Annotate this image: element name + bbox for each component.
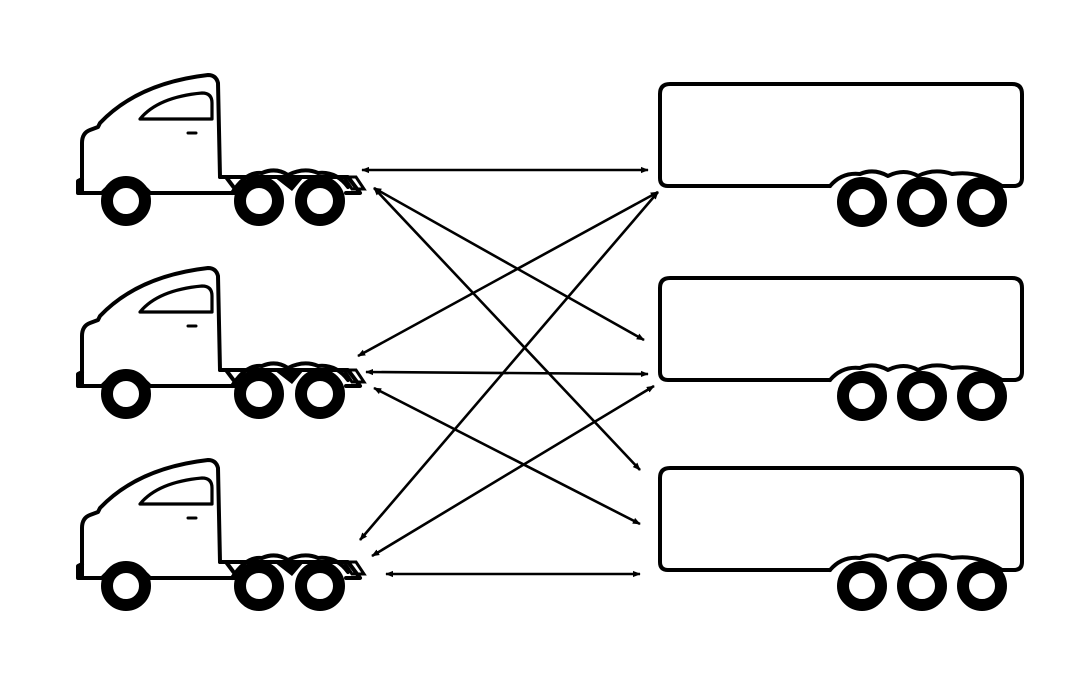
trailer-2: [660, 278, 1022, 415]
connection-arrow-tractor-1-trailer-2: [373, 186, 645, 342]
semi-trailer-icon: [660, 278, 1022, 415]
semi-trailer-icon: [660, 84, 1022, 221]
connection-arrow-tractor-3-trailer-2: [371, 384, 655, 558]
tractor-truck-icon: [78, 460, 364, 605]
connection-arrow-tractor-2-trailer-2: [365, 368, 649, 378]
tractor-truck-icon: [78, 75, 364, 220]
trailer-3: [660, 468, 1022, 605]
tractor-truck-icon: [78, 268, 364, 413]
connection-arrow-tractor-3-trailer-1: [359, 191, 659, 541]
tractor-1: [78, 75, 364, 220]
connection-arrows: [357, 166, 659, 578]
semi-trailer-icon: [660, 468, 1022, 605]
connection-arrow-tractor-1-trailer-3: [373, 187, 641, 471]
tractor-2: [78, 268, 364, 413]
tractor-3: [78, 460, 364, 605]
trailer-1: [660, 84, 1022, 221]
connection-arrow-tractor-2-trailer-3: [373, 386, 641, 526]
